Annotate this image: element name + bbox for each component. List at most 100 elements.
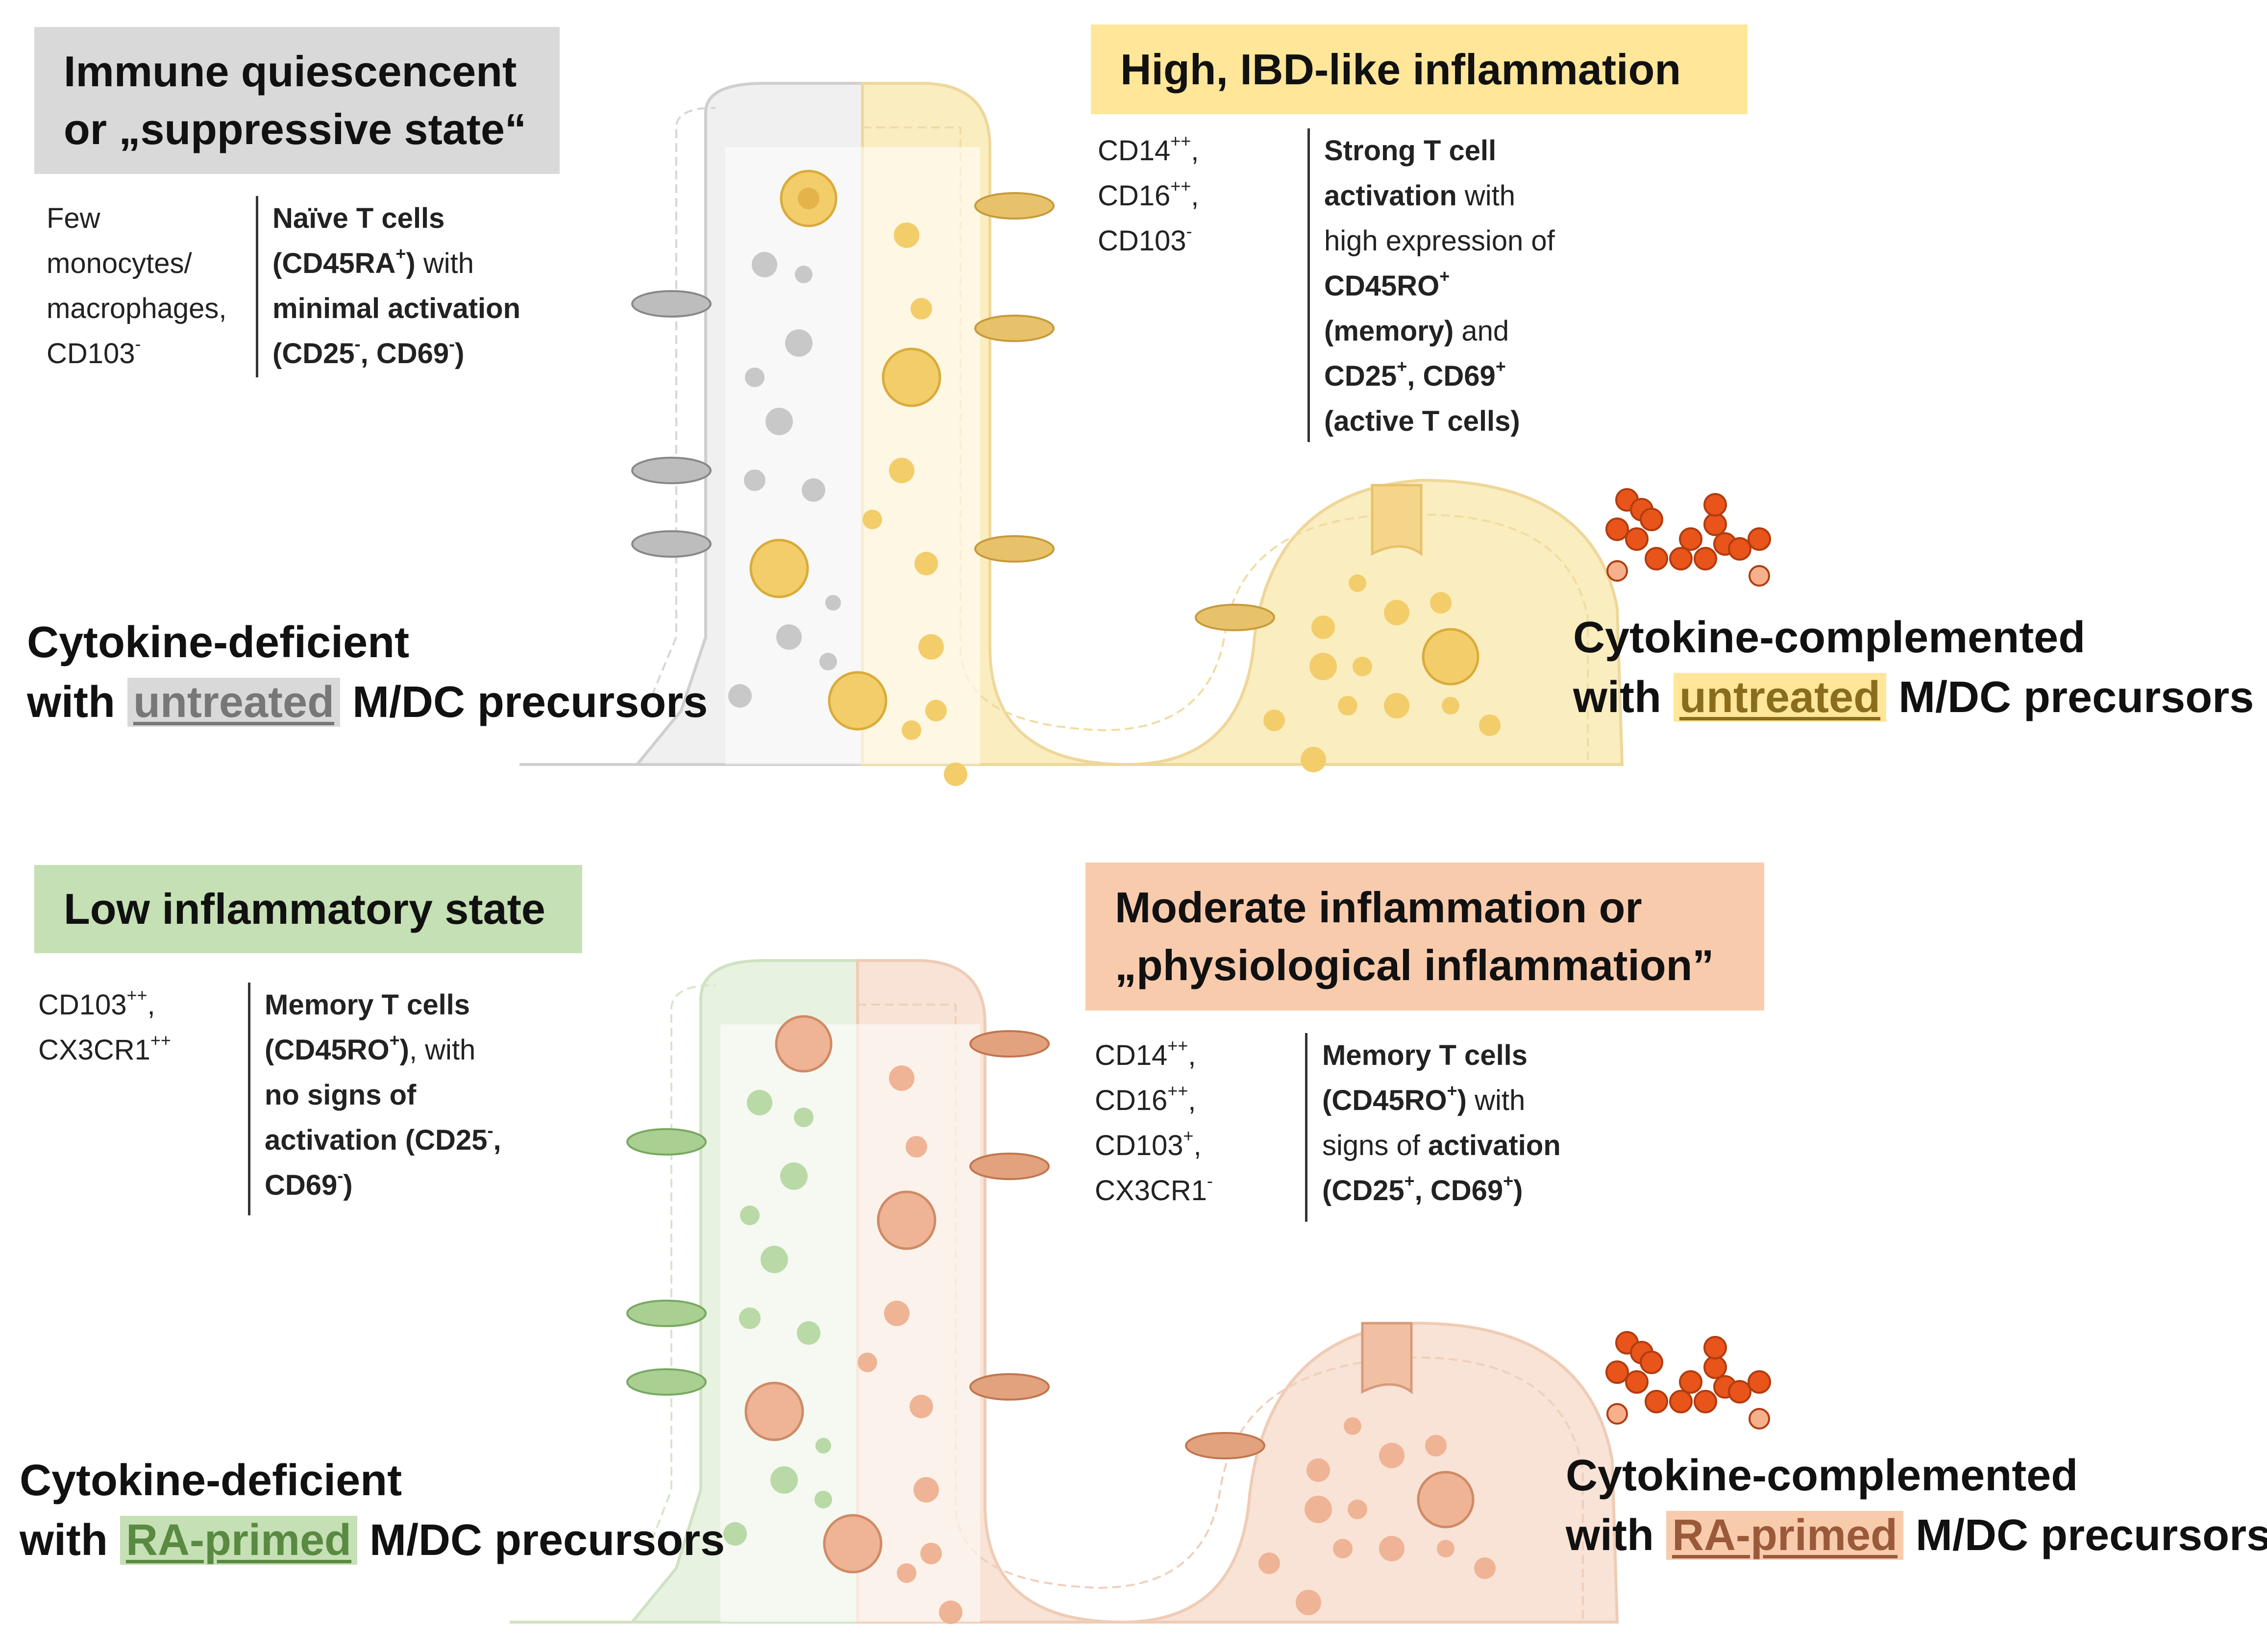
bottom-right-villus [856, 959, 1619, 1624]
marker-tail: , [147, 989, 155, 1021]
tcell-line: (CD45RO [1322, 1085, 1447, 1116]
tcell-line: (CD25 [272, 338, 355, 370]
title-moderate-inflammation: Moderate inflammation or „physiological … [1085, 863, 1764, 1011]
marker-sup: ++ [150, 1030, 171, 1051]
tcell-line: activation [1324, 180, 1457, 212]
tcell-line: ) [455, 338, 465, 370]
tcell-line: and [1454, 315, 1509, 347]
marker-line: CD14 [1095, 1039, 1168, 1071]
tcell-description-top-left: Naïve T cells (CD45RA+) with minimal act… [272, 196, 520, 376]
condition-with: with [20, 1516, 108, 1565]
condition-line-2: M/DC precursors [1898, 673, 2254, 722]
tcell-line: , with [409, 1034, 476, 1066]
marker-sup: ++ [1170, 176, 1191, 197]
tcell-line: (CD25 [1322, 1175, 1405, 1207]
condition-line-1: Cytokine-deficient [20, 1456, 402, 1505]
tcell-sup: - [449, 334, 455, 354]
divider-line [248, 983, 250, 1215]
condition-with: with [27, 678, 115, 727]
tcell-sup: - [354, 334, 361, 354]
divider-line [256, 196, 258, 377]
marker-line: CX3CR1 [1095, 1175, 1207, 1207]
marker-sup: ++ [126, 985, 148, 1006]
marker-sup: ++ [1167, 1081, 1188, 1101]
tcell-line: signs of [1322, 1130, 1428, 1161]
myeloid-markers-top-right: CD14++, CD16++, CD103- [1098, 128, 1199, 264]
marker-tail: , [1193, 1130, 1202, 1161]
marker-sup: + [1183, 1126, 1194, 1146]
tcell-line: no signs of [265, 1079, 417, 1111]
tcell-sup: + [1397, 356, 1407, 377]
tcell-line: , [493, 1124, 501, 1156]
title-line-2: „physiological inflammation” [1115, 941, 1714, 989]
tcell-sup: - [337, 1165, 344, 1186]
title-line-2: or „suppressive state“ [64, 105, 526, 153]
condition-with: with [1573, 673, 1661, 722]
condition-line-2: M/DC precursors [352, 678, 708, 727]
marker-line: CD14 [1098, 135, 1171, 167]
marker-line: monocytes/ [47, 247, 192, 279]
tcell-line: with [1456, 180, 1516, 212]
marker-line: CD103 [38, 989, 127, 1021]
tcell-line: with [1466, 1085, 1526, 1116]
tcell-line: , CD69 [1407, 360, 1496, 392]
top-right-villus [861, 82, 1624, 766]
tcell-line: activation [1428, 1130, 1561, 1161]
title-line-1: Moderate inflammation or [1115, 883, 1642, 932]
tcell-sup: + [395, 244, 406, 264]
tcell-line: CD25 [1324, 360, 1397, 392]
treatment-highlight: untreated [127, 678, 341, 727]
title-immune-quiescent: Immune quiescencent or „suppressive stat… [34, 27, 560, 174]
tcell-line: CD69 [265, 1169, 338, 1201]
condition-bottom-left: Cytokine-deficient with RA-primed M/DC p… [20, 1451, 725, 1570]
marker-tail: , [1191, 135, 1199, 167]
tcell-line: ) [1457, 1085, 1467, 1116]
marker-line: CD103 [47, 338, 135, 370]
tcell-line: ) [399, 1034, 409, 1066]
tcell-sup: + [1503, 1171, 1514, 1191]
myeloid-markers-top-left: Few monocytes/ macrophages, CD103- [47, 196, 227, 376]
tcell-description-bottom-left: Memory T cells (CD45RO+), with no signs … [265, 983, 501, 1208]
condition-line-2: M/DC precursors [1916, 1511, 2267, 1560]
tcell-line: minimal activation [272, 293, 521, 324]
marker-tail: , [1191, 180, 1199, 212]
marker-sup: ++ [1170, 131, 1191, 151]
marker-line: CD103 [1095, 1130, 1183, 1161]
marker-tail: , [1188, 1039, 1196, 1071]
tcell-line: CD45RO [1324, 270, 1440, 302]
tcell-line: Naïve T cells [272, 202, 445, 234]
marker-line: CD16 [1095, 1085, 1168, 1116]
marker-sup: ++ [1167, 1036, 1188, 1056]
marker-line: CD16 [1098, 180, 1171, 212]
condition-line-2: M/DC precursors [370, 1516, 725, 1565]
marker-tail: , [1188, 1085, 1196, 1116]
tcell-line: high expression of [1324, 225, 1555, 257]
title-high-ibd-inflammation: High, IBD-like inflammation [1091, 25, 1748, 114]
marker-sup: - [1186, 221, 1192, 242]
treatment-highlight: RA-primed [120, 1516, 358, 1565]
marker-sup: - [1207, 1171, 1213, 1191]
tcell-sup: + [1404, 1171, 1415, 1191]
tcell-description-bottom-right: Memory T cells (CD45RO+) with signs of a… [1322, 1033, 1561, 1213]
title-line-1: Immune quiescencent [64, 47, 517, 96]
tcell-line: activation (CD25 [265, 1124, 488, 1156]
title-low-inflammatory-state: Low inflammatory state [34, 865, 582, 953]
tcell-line: (CD45RO [265, 1034, 390, 1066]
bottom-tissue [510, 959, 1771, 1624]
marker-line: Few [47, 202, 100, 234]
condition-with: with [1566, 1511, 1654, 1560]
tcell-description-top-right: Strong T cell activation with high expre… [1324, 128, 1555, 444]
myeloid-markers-bottom-left: CD103++, CX3CR1++ [38, 983, 171, 1073]
title-line-1: Low inflammatory state [64, 885, 545, 933]
top-tissue [519, 82, 1771, 786]
marker-sup: - [135, 334, 141, 354]
condition-line-1: Cytokine-complemented [1566, 1451, 2078, 1500]
condition-line-1: Cytokine-complemented [1573, 613, 2086, 662]
marker-line: macrophages, [47, 293, 227, 324]
tcell-line: , CD69 [360, 338, 449, 370]
marker-line: CD103 [1098, 225, 1186, 257]
condition-bottom-right: Cytokine-complemented with RA-primed M/D… [1566, 1446, 2267, 1565]
tcell-paren: ) [406, 247, 416, 279]
myeloid-markers-bottom-right: CD14++, CD16++, CD103+, CX3CR1- [1095, 1033, 1213, 1213]
